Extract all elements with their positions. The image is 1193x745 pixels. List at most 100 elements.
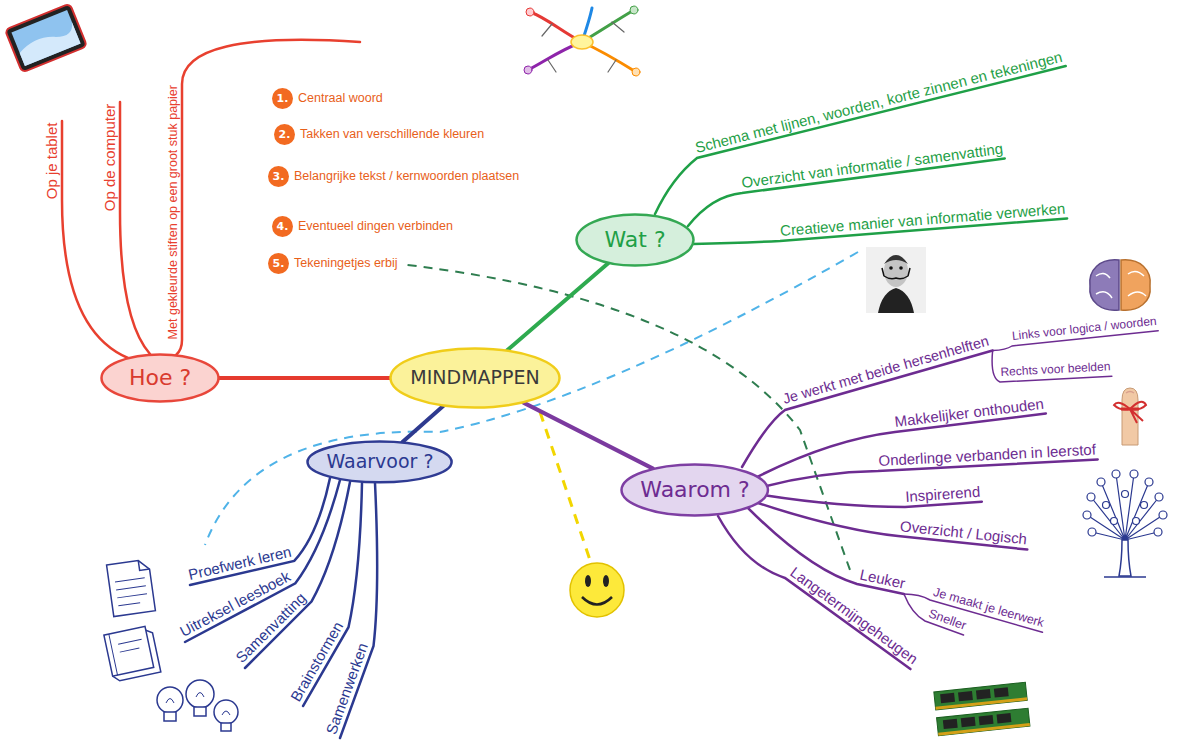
tree-picture (1133, 518, 1140, 525)
memory-sticks (937, 708, 1030, 736)
lightbulbs-icon (221, 723, 231, 731)
smiley-face (603, 575, 609, 587)
memory-sticks (997, 713, 1012, 723)
branch-label: Overzicht van informatie / samenvatting (739, 140, 1005, 194)
step-text: Eventueel dingen verbinden (298, 219, 453, 233)
topic-text: Hoe ? (129, 365, 191, 390)
book-icon (109, 628, 148, 676)
topic-text: Wat ? (604, 227, 665, 252)
branch-label: Makkelijker onthouden (893, 395, 1046, 433)
step-item: 4. Eventueel dingen verbinden (272, 216, 453, 237)
blue-dashed-link (205, 252, 858, 545)
tree-picture (1111, 518, 1118, 525)
branch-label: Sneller (925, 606, 969, 635)
ellipse-shape (577, 215, 694, 266)
ellipse-shape (102, 355, 219, 402)
lightbulbs-icon (157, 687, 183, 713)
ellipse-shape (622, 465, 768, 516)
portrait-photo (884, 255, 908, 287)
portrait-photo (866, 247, 926, 313)
callout-number: 1. (272, 88, 293, 109)
branch-connector (402, 406, 443, 442)
branch-label: Met gekleurde stiften op een groot stuk … (166, 84, 182, 340)
topic-ellipse: Hoe ? (100, 353, 220, 403)
brain-picture (1090, 260, 1119, 310)
branch-label: Creatieve manier van informatie verwerke… (778, 199, 1067, 241)
branch-line (62, 121, 128, 358)
branch-line (176, 40, 360, 355)
portrait-photo (882, 268, 910, 279)
smiley-face (582, 597, 612, 605)
finger-string-picture (1122, 388, 1138, 445)
tree-picture (1119, 540, 1131, 576)
lightbulbs-icon (166, 699, 174, 704)
book-icon (104, 626, 154, 676)
branch-label: Links voor logica / woorden (1010, 315, 1158, 346)
memory-sticks (934, 682, 1027, 710)
tree-picture (1087, 474, 1163, 540)
topic-ellipse: MINDMAPPEN (389, 347, 561, 409)
step-text: Belangrijke tekst / kernwoorden plaatsen (294, 169, 519, 183)
branch-label: Je werkt met beide hersenhelften (780, 332, 992, 409)
mindmap-thumbnail (526, 8, 534, 16)
branch-connector (507, 263, 608, 350)
finger-string-picture (1114, 402, 1146, 423)
memory-sticks (958, 691, 973, 701)
tree-picture (1159, 511, 1167, 519)
topic-text: MINDMAPPEN (410, 367, 539, 389)
brain-picture (1096, 271, 1146, 298)
tree-picture (1122, 491, 1129, 498)
tree-picture (1130, 470, 1138, 478)
smiley-face (570, 563, 624, 617)
branch-label: Leuker (857, 565, 908, 594)
tree-picture (1155, 493, 1163, 501)
mindmap-thumbnail (542, 22, 624, 72)
mindmap-thumbnail (524, 6, 640, 76)
topic-ellipse: Wat ? (575, 213, 695, 267)
branch-connector (523, 403, 653, 469)
memory-sticks (943, 719, 958, 729)
document-icon (138, 559, 149, 570)
tree-picture (1145, 478, 1153, 486)
document-icon (107, 559, 156, 616)
topic-text: Waarom ? (640, 477, 749, 502)
step-item: 2.Takken van verschillende kleuren (274, 124, 484, 145)
branch-label: Onderlinge verbanden in leerstof (877, 441, 1097, 472)
tablet-icon (5, 4, 87, 73)
step-item: 3. Belangrijke tekst / kernwoorden plaats… (268, 166, 519, 187)
tablet-icon (5, 4, 87, 73)
tree-picture (1154, 528, 1162, 536)
callout-number: 2. (274, 124, 295, 145)
memory-sticks (934, 682, 1030, 735)
branch-label: Inspirerend (904, 483, 982, 508)
tablet-icon (5, 4, 87, 73)
document-icon (107, 559, 156, 616)
callout-number: 4. (272, 216, 293, 237)
tree-picture (1097, 478, 1105, 486)
branch-label: Op je tablet (43, 122, 62, 201)
mindmap-thumbnail (630, 6, 638, 14)
finger-string-picture (1126, 392, 1134, 394)
tree-picture (1103, 502, 1110, 509)
callout-number: 3. (268, 166, 289, 187)
tree-picture (1104, 576, 1146, 578)
portrait-photo (884, 255, 908, 264)
step-item: 1. Centraal woord (272, 88, 383, 109)
memory-sticks (940, 693, 955, 703)
lightbulbs-icon (196, 693, 204, 698)
step-item: 5.Tekeningetjes erbij (268, 253, 398, 274)
branch-label: Schema met lijnen, woorden, korte zinnen… (692, 48, 1065, 159)
finger-string-picture (1114, 388, 1146, 445)
memory-sticks (994, 687, 1009, 697)
lightbulbs-icon (194, 707, 206, 716)
lightbulbs-icon (222, 711, 230, 715)
topic-ellipse: Waarvoor ? (306, 440, 453, 484)
brain-picture (1121, 260, 1150, 310)
memory-sticks (976, 689, 991, 699)
topic-text: Waarvoor ? (326, 451, 433, 473)
portrait-photo (878, 288, 914, 313)
callout-number: 5. (268, 253, 289, 274)
branch-label: Overzicht / Logisch (898, 517, 1029, 550)
step-text: Centraal woord (298, 91, 383, 105)
